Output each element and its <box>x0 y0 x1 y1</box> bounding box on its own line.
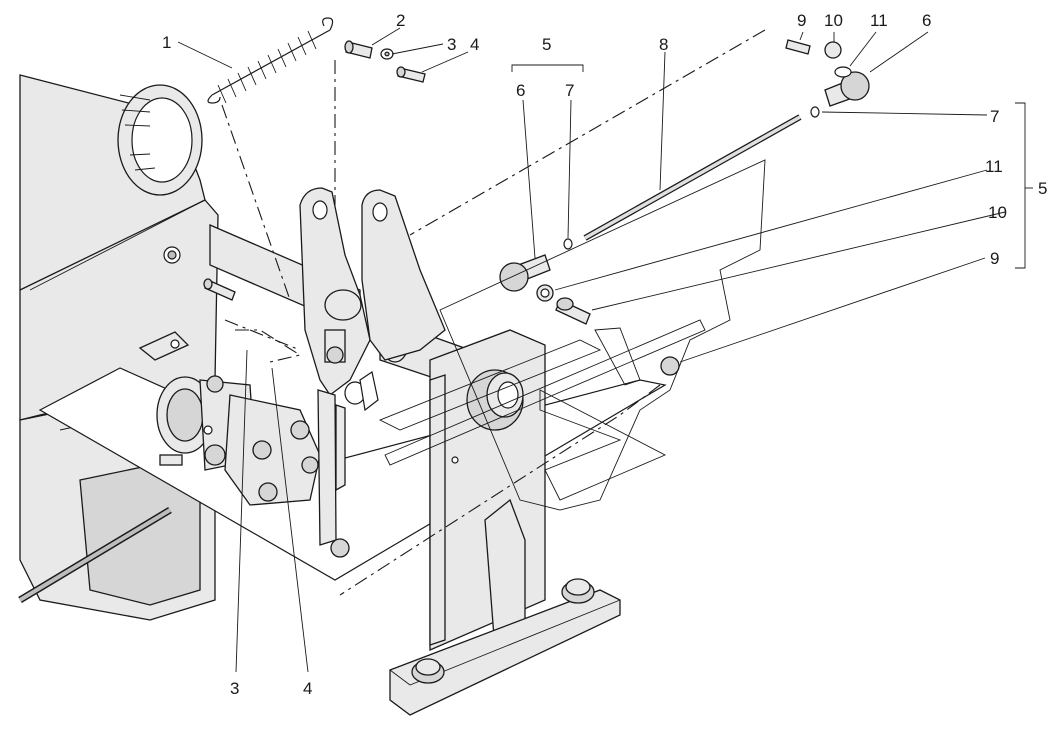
callout-7-right: 7 <box>990 107 999 126</box>
callout-3-bottom: 3 <box>230 679 239 698</box>
callout-8: 8 <box>659 35 668 54</box>
callout-10-top: 10 <box>824 11 843 30</box>
center-lines <box>221 29 766 596</box>
callout-4-bottom: 4 <box>303 679 312 698</box>
callout-4-top: 4 <box>470 35 479 54</box>
callout-1: 1 <box>162 33 171 52</box>
callout-9-right: 9 <box>990 249 999 268</box>
callout-6-right: 6 <box>922 11 931 30</box>
lever-left <box>299 187 371 558</box>
callout-labels: 1 2 3 4 5 6 7 8 9 10 11 6 7 11 5 10 9 3 … <box>162 11 1047 698</box>
callout-2: 2 <box>396 11 405 30</box>
callout-10-right: 10 <box>988 203 1007 222</box>
ghost-lever-outline <box>378 159 766 511</box>
housing-pin <box>203 278 236 301</box>
gearbox-housing <box>18 74 219 621</box>
washer-3 <box>380 48 394 60</box>
link-rod <box>583 114 802 241</box>
ball-joint-left <box>499 238 680 376</box>
lever-right <box>359 189 446 412</box>
callout-5-top: 5 <box>542 35 551 54</box>
callout-3-top: 3 <box>447 35 456 54</box>
callout-5-right: 5 <box>1038 179 1047 198</box>
ball-joint-right <box>785 39 870 118</box>
support-stand <box>389 329 621 716</box>
leader-lines <box>177 27 1033 673</box>
callout-6-left: 6 <box>516 81 525 100</box>
valve-body <box>156 375 321 506</box>
cotter-4 <box>396 66 426 83</box>
callout-9-top: 9 <box>797 11 806 30</box>
callout-11-top: 11 <box>870 11 888 30</box>
pin-2 <box>344 40 373 59</box>
callout-7-left: 7 <box>565 81 574 100</box>
spring <box>207 17 334 104</box>
callout-11-right: 11 <box>985 157 1003 176</box>
